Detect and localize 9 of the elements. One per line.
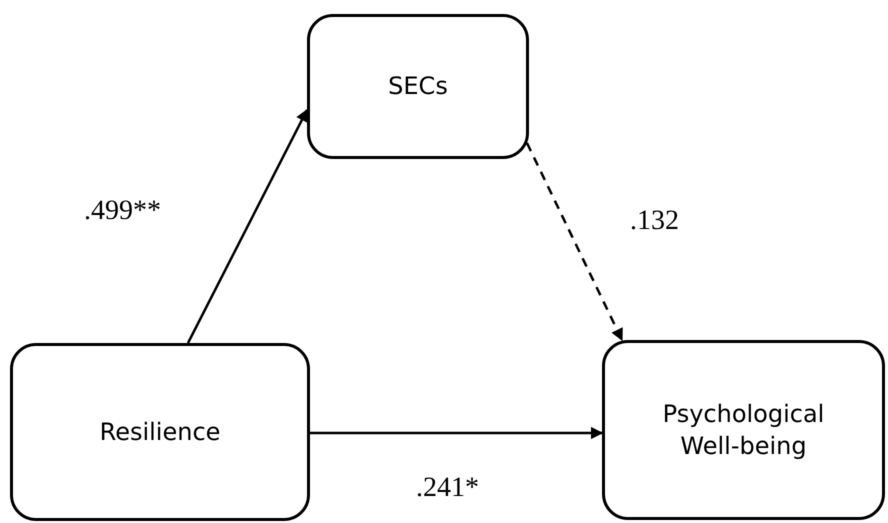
dashed-arrow — [526, 142, 624, 342]
variable-box — [602, 340, 885, 520]
variable-box — [10, 343, 310, 521]
arrow — [310, 426, 604, 440]
variable-label: SECs — [388, 71, 448, 102]
variable-box — [307, 14, 529, 159]
arrow — [186, 108, 308, 344]
variable-label: Psychological Well-being — [662, 398, 826, 462]
variable-label: Resilience — [100, 416, 220, 448]
